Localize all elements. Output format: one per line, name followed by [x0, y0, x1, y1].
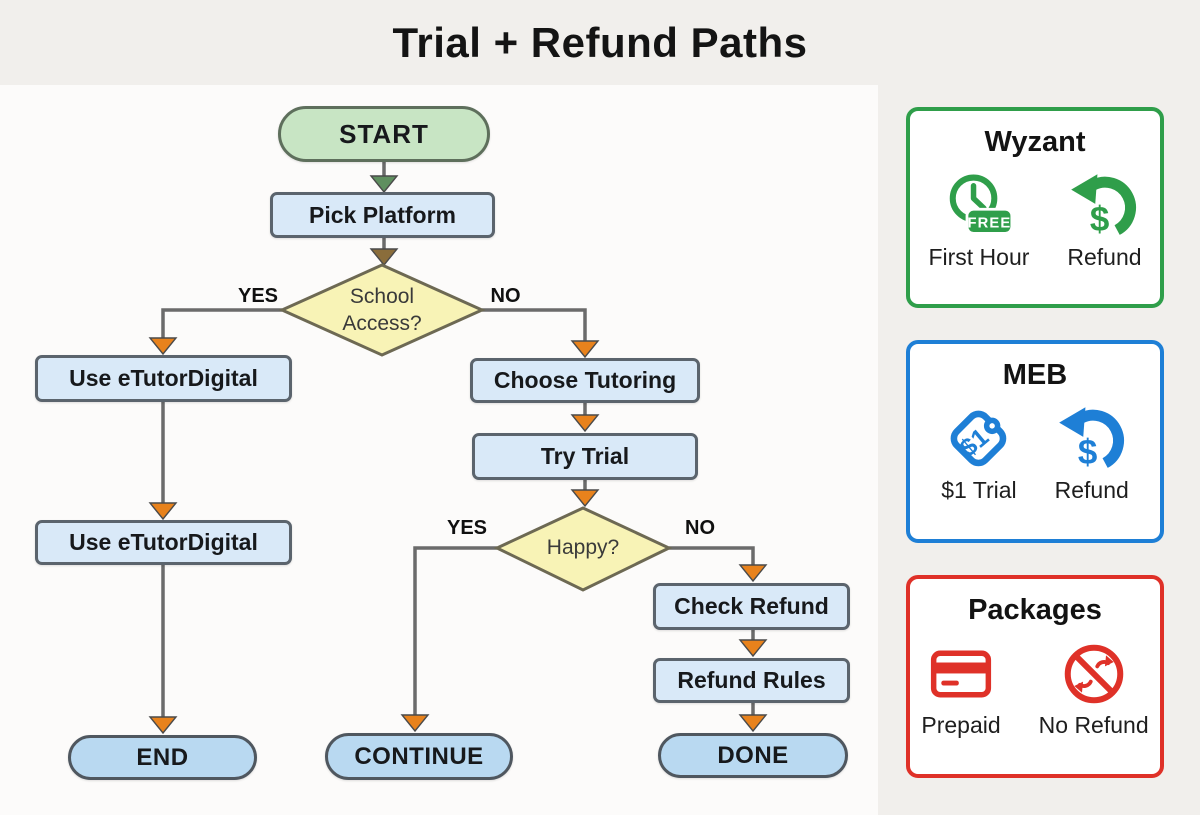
price-tag-icon: $1 [944, 404, 1014, 474]
branch-happy-no: NO [685, 517, 715, 539]
decision-school-access-label: School Access? [342, 284, 422, 335]
card-wyzant: Wyzant FREE First Hour $ Refund [906, 107, 1164, 308]
card-item-label: Refund [1054, 477, 1129, 503]
node-start-label: START [339, 118, 429, 149]
node-pick-platform: Pick Platform [270, 192, 495, 238]
node-start: START [278, 106, 490, 162]
card-meb-title: MEB [1002, 359, 1068, 391]
card-item-label: $1 Trial [941, 477, 1017, 503]
svg-text:$: $ [1090, 200, 1109, 239]
card-packages: Packages Prepaid [906, 575, 1164, 778]
card-item: FREE First Hour [928, 171, 1029, 271]
node-check-refund: Check Refund [653, 583, 850, 630]
card-item: $ Refund [1067, 171, 1142, 271]
card-item: No Refund [1039, 639, 1149, 739]
credit-card-icon [926, 639, 996, 709]
refund-arrow-icon: $ [1057, 404, 1127, 474]
node-try-trial: Try Trial [472, 433, 698, 480]
card-item: Prepaid [921, 639, 1001, 739]
card-item-label: No Refund [1038, 712, 1149, 738]
card-meb: MEB $1 $1 Trial $ Refund [906, 340, 1164, 543]
page-title: Trial + Refund Paths [392, 18, 808, 66]
node-pick-platform-label: Pick Platform [309, 201, 456, 228]
decision-happy [493, 506, 673, 592]
node-use-etutordigital-top: Use eTutorDigital [35, 355, 292, 402]
no-refund-icon [1059, 639, 1129, 709]
card-packages-title: Packages [968, 594, 1102, 626]
flowchart-panel: START Pick Platform School Access? YES N… [0, 85, 878, 815]
node-done: DONE [658, 733, 848, 778]
card-item-label: Refund [1067, 244, 1142, 270]
node-use-etutordigital-bottom: Use eTutorDigital [35, 520, 292, 565]
card-item: $1 $1 Trial [941, 404, 1017, 504]
arrowhead-start [369, 175, 399, 194]
arrowhead-pick [369, 248, 399, 267]
node-refund-rules: Refund Rules [653, 658, 850, 703]
svg-text:$: $ [1078, 433, 1097, 472]
clock-free-trial-icon: FREE [944, 171, 1014, 241]
decision-happy-label: Happy? [546, 536, 620, 560]
card-item: $ Refund [1055, 404, 1129, 504]
node-choose-tutoring: Choose Tutoring [470, 358, 700, 403]
refund-arrow-icon: $ [1069, 171, 1139, 241]
flow-connectors [148, 162, 768, 735]
svg-text:FREE: FREE [967, 215, 1011, 231]
node-end: END [68, 735, 257, 780]
card-item-label: Prepaid [921, 712, 1001, 738]
card-wyzant-title: Wyzant [984, 126, 1086, 158]
card-item-label: First Hour [928, 244, 1030, 270]
branch-happy-yes: YES [446, 517, 488, 539]
decision-school-access [278, 263, 486, 357]
branch-school-yes: YES [237, 285, 279, 307]
node-continue: CONTINUE [325, 733, 513, 780]
branch-school-no: NO [490, 285, 521, 307]
